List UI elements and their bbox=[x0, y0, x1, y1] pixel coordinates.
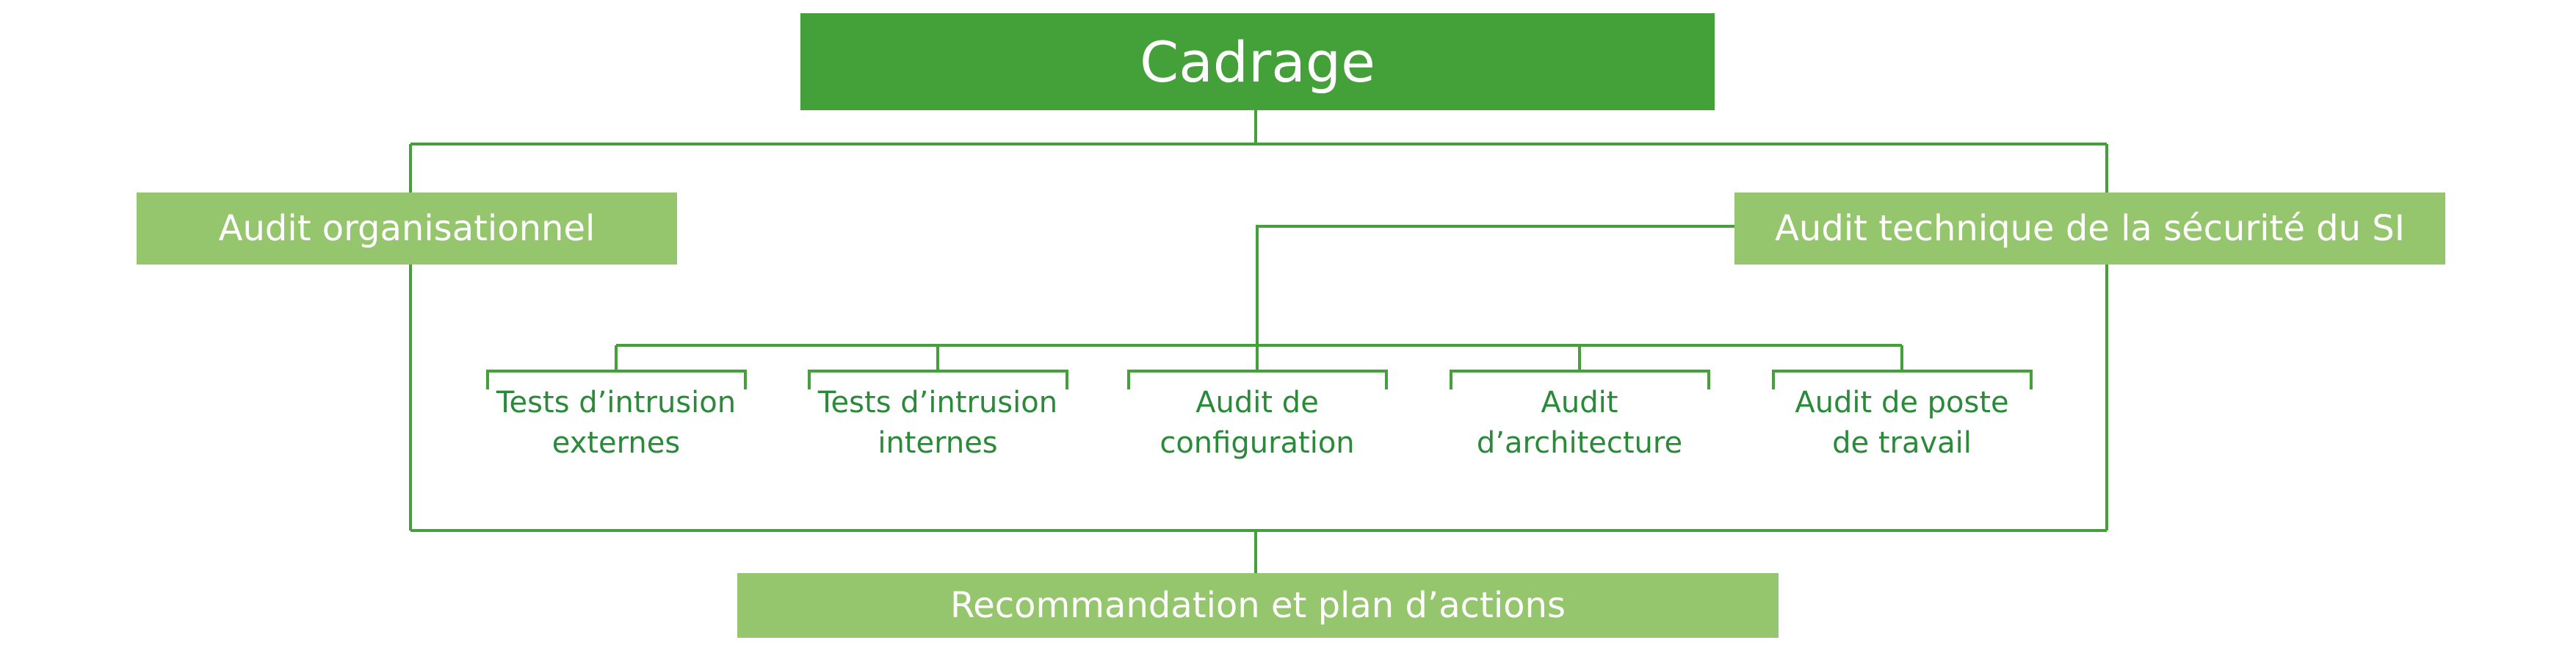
leaf-audit-configuration: Audit de configuration bbox=[1118, 383, 1396, 464]
leaf-5-bracket bbox=[1772, 370, 2033, 389]
leaf-tests-intrusion-externes: Tests d’intrusion externes bbox=[477, 383, 755, 464]
leaf-4-line-1: Audit bbox=[1541, 386, 1618, 420]
leaf-2-line-1: Tests d’intrusion bbox=[817, 386, 1058, 420]
leaf-1-line-1: Tests d’intrusion bbox=[496, 386, 737, 420]
leaf-tests-intrusion-internes: Tests d’intrusion internes bbox=[799, 383, 1077, 464]
leaf-3-line-2: configuration bbox=[1159, 426, 1355, 460]
audit-organisationnel-label: Audit organisationnel bbox=[218, 208, 596, 249]
leaf-1-line-2: externes bbox=[551, 426, 681, 460]
leaf-3-bracket bbox=[1127, 370, 1388, 389]
audit-technique-box: Audit technique de la sécurité du SI bbox=[1734, 193, 2445, 265]
leaf-2-bracket bbox=[808, 370, 1068, 389]
leaf-5-line-2: de travail bbox=[1832, 426, 1972, 460]
leaf-3-line-1: Audit de bbox=[1195, 386, 1319, 420]
leaf-4-line-2: d’architecture bbox=[1476, 426, 1683, 460]
leaf-5-line-1: Audit de poste bbox=[1795, 386, 2009, 420]
recommandation-label: Recommandation et plan d’actions bbox=[950, 585, 1566, 626]
cadrage-box: Cadrage bbox=[800, 13, 1715, 110]
leaf-audit-architecture: Audit d’architecture bbox=[1441, 383, 1718, 464]
cadrage-label: Cadrage bbox=[1140, 29, 1375, 95]
leaf-1-bracket bbox=[486, 370, 747, 389]
audit-technique-label: Audit technique de la sécurité du SI bbox=[1775, 208, 2405, 249]
audit-organisationnel-box: Audit organisationnel bbox=[137, 193, 677, 265]
connector-right-to-leaves bbox=[1256, 225, 1740, 345]
leaf-2-line-2: internes bbox=[878, 426, 998, 460]
recommandation-box: Recommandation et plan d’actions bbox=[737, 573, 1779, 638]
leaf-4-bracket bbox=[1450, 370, 1710, 389]
leaf-audit-poste-travail: Audit de poste de travail bbox=[1763, 383, 2041, 464]
